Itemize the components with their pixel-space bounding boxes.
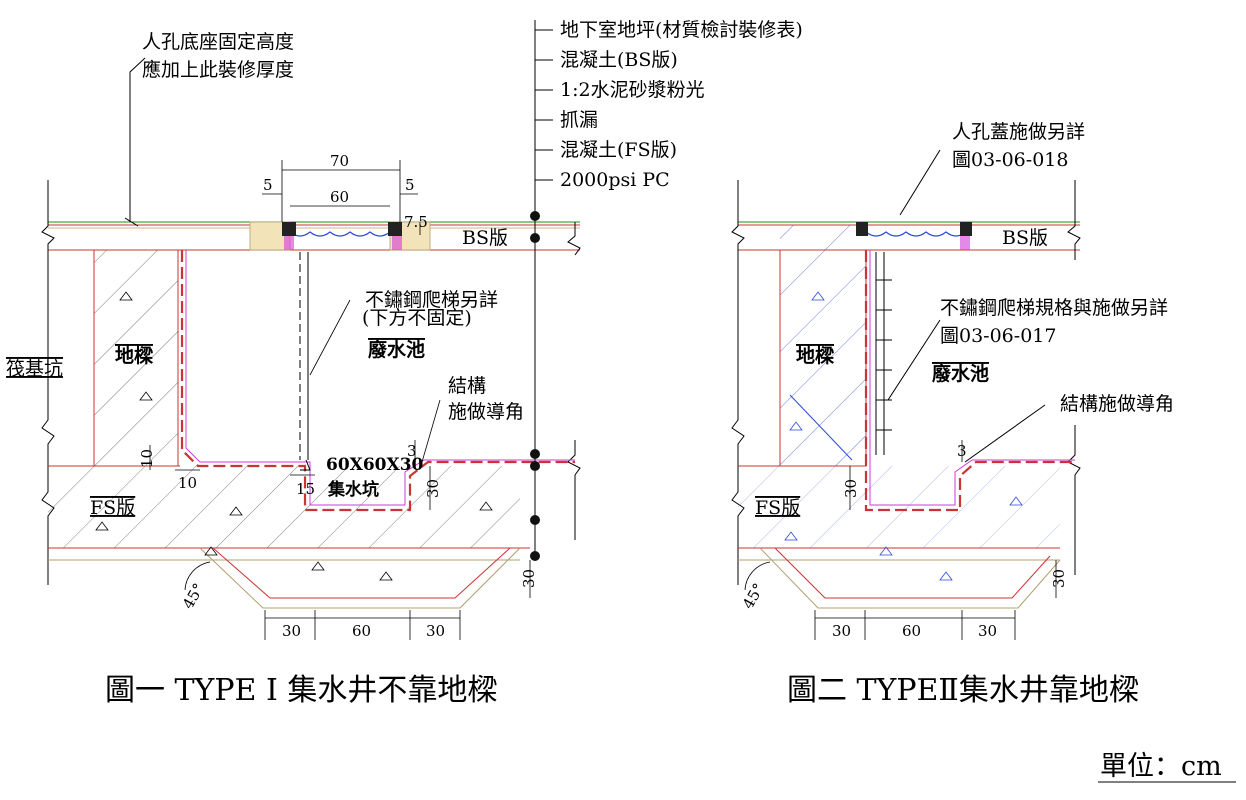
- fig2-bs-label: BS版: [1002, 227, 1048, 249]
- fig1-dim-10a: 10: [138, 449, 156, 468]
- fig1-angle: 45°: [179, 580, 208, 612]
- fig2-ladder: [875, 252, 892, 455]
- fig1-raft-pit-label: 筏基坑: [6, 358, 63, 380]
- fig2-waste-pool-label: 廢水池: [932, 362, 989, 385]
- fig1-dim-10b: 10: [178, 474, 197, 492]
- fig1-dim-3: 3: [407, 442, 417, 460]
- fig2-angle: 45°: [739, 580, 768, 612]
- fig2-dim-bottom-2: 60: [902, 622, 921, 640]
- fig1-ladder-line-2: (下方不固定): [362, 307, 472, 329]
- fig2-dim-30v1: 30: [842, 479, 860, 498]
- fig1-layer-3: 1:2水泥砂漿粉光: [560, 79, 705, 101]
- fig1-dim-bottom-1: 30: [282, 622, 301, 640]
- fig1-waste-pool-label: 廢水池: [368, 338, 425, 361]
- fig2-cover-line-1: 人孔蓋施做另詳: [952, 121, 1085, 143]
- fig1-layer-2: 混凝土(BS版): [560, 49, 678, 71]
- fig2-dimensions: [744, 440, 1057, 640]
- fig2-dim-bottom-3: 30: [978, 622, 997, 640]
- fig1-dim-overall: 70: [330, 152, 349, 170]
- fig1-sump-label: 集水坑: [327, 479, 379, 500]
- fig2-ladder-line-1: 不鏽鋼爬梯規格與施做另詳: [940, 297, 1168, 319]
- fig1-layer-5: 混凝土(FS版): [560, 139, 677, 161]
- fig2-well-lining: [864, 250, 1075, 512]
- fig1-dim-15: 15: [296, 480, 315, 498]
- fig1-dimensions: [149, 160, 461, 640]
- unit-block: 單位：cm: [1098, 751, 1236, 783]
- fig1-layer-6: 2000psi PC: [560, 169, 670, 191]
- fig1-dim-inner: 60: [330, 188, 349, 206]
- fig1-pit-bottom: [199, 547, 531, 609]
- fig2-ground-beam-label: 地樑: [796, 344, 835, 367]
- fig2-ladder-line-2: 圖03-06-017: [940, 325, 1056, 347]
- fig1-chamfer-line-1: 結構: [448, 375, 486, 397]
- fig2-leaders: [789, 149, 1046, 463]
- figure-1: 人孔底座固定高度 應加上此裝修厚度 地下室地坪(材質檢討裝修表) 混凝土(BS版…: [6, 19, 803, 708]
- fig1-note-line-1: 人孔底座固定高度: [142, 31, 294, 53]
- fig2-chamfer-label: 結構施做導角: [1060, 393, 1174, 415]
- fig1-dim-side: 7.5: [404, 213, 428, 231]
- unit-label: 單位：cm: [1100, 751, 1222, 782]
- fig2-manhole-cover: [856, 222, 972, 250]
- fig1-manhole-cover: [249, 221, 431, 251]
- fig1-dim-right-edge: 5: [405, 176, 415, 194]
- fig1-dim-30v1: 30: [424, 479, 442, 498]
- fig1-caption: 圖一 TYPE I 集水井不靠地樑: [105, 673, 497, 708]
- fig2-dim-bottom-1: 30: [832, 622, 851, 640]
- fig1-sump-size: 60X60X30: [326, 455, 424, 475]
- fig1-well-lining: [180, 250, 575, 512]
- fig1-layer-leader: [530, 20, 553, 561]
- fig1-dim-30v2: 30: [520, 569, 538, 588]
- fig1-layer-1: 地下室地坪(材質檢討裝修表): [560, 19, 803, 41]
- fig2-dim-30v2: 30: [1050, 569, 1068, 588]
- fig2-fs-slab: [738, 465, 1060, 561]
- fig1-dim-bottom-3: 30: [426, 622, 445, 640]
- fig1-ladder-line-1: 不鏽鋼爬梯另詳: [365, 289, 498, 311]
- fig2-cover-line-2: 圖03-06-018: [952, 149, 1068, 171]
- fig2-ground-beam: [779, 225, 867, 467]
- fig1-aggregate-marks: [95, 291, 493, 581]
- fig1-bs-label: BS版: [462, 227, 508, 249]
- fig1-fs-label: FS版: [90, 497, 135, 519]
- fig2-aggregate-marks: [784, 291, 1023, 581]
- fig2-fs-label: FS版: [755, 497, 800, 519]
- fig2-dim-3: 3: [957, 442, 967, 460]
- fig1-dim-bottom-2: 60: [352, 622, 371, 640]
- fig1-note-line-2: 應加上此裝修厚度: [142, 58, 294, 81]
- fig2-caption: 圖二 TYPEⅡ集水井靠地樑: [787, 673, 1139, 708]
- fig1-chamfer-line-2: 施做導角: [448, 401, 524, 423]
- figure-2: 人孔蓋施做另詳 圖03-06-018 BS版 不鏽鋼爬梯規格與施做另詳 圖03-…: [731, 121, 1174, 708]
- fig1-note-leader: [124, 57, 146, 227]
- fig1-dim-left-edge: 5: [263, 176, 273, 194]
- fig1-ground-beam: [93, 249, 179, 467]
- fig1-fs-slab: [48, 465, 530, 561]
- fig1-ladder: [299, 252, 311, 471]
- fig1-ground-beam-label: 地樑: [115, 344, 154, 367]
- fig1-layer-4: 抓漏: [560, 109, 598, 131]
- fig2-pit-bottom: [759, 547, 1061, 609]
